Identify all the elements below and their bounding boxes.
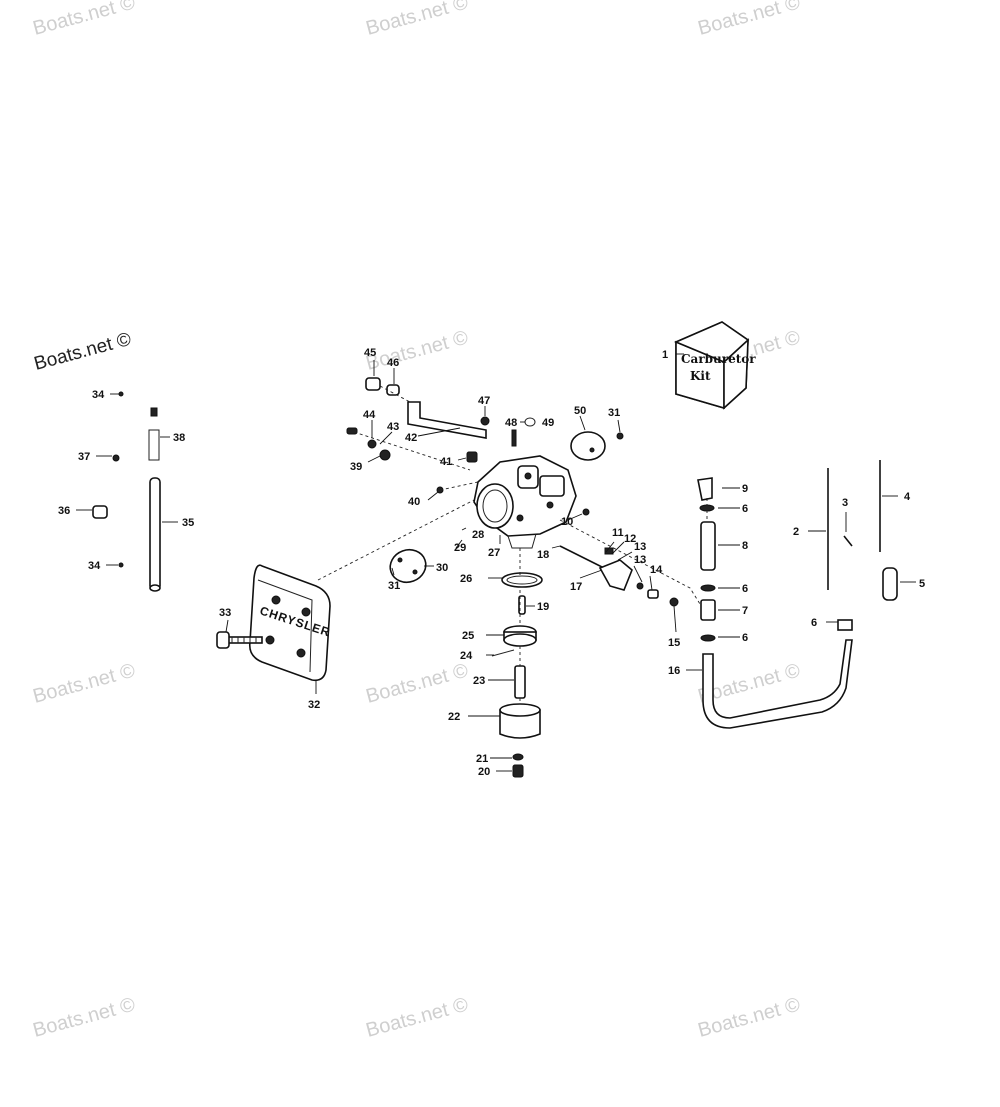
callout-labels: 1 2 3 4 5 6 6 6 6 7 8 9 10 11 12 13 13 1… (58, 347, 925, 778)
float-bowl-stack[interactable] (491, 572, 543, 778)
callout-2[interactable]: 2 (793, 526, 799, 538)
watermarks: Boats.net © Boats.net © Boats.net © Boat… (31, 0, 803, 1042)
callout-30[interactable]: 30 (436, 562, 448, 574)
callout-20[interactable]: 20 (478, 766, 490, 778)
callout-49[interactable]: 49 (542, 417, 554, 429)
part-32-air-silencer-cover[interactable]: CHRYSLER (248, 564, 333, 682)
callout-33[interactable]: 33 (219, 607, 231, 619)
callout-14[interactable]: 14 (650, 564, 663, 576)
callout-36[interactable]: 36 (58, 505, 70, 517)
part-17-lever[interactable] (559, 545, 679, 607)
callout-29[interactable]: 29 (454, 542, 466, 554)
callout-28[interactable]: 28 (472, 529, 484, 541)
callout-19[interactable]: 19 (537, 601, 549, 613)
callout-25[interactable]: 25 (462, 630, 474, 642)
callout-8[interactable]: 8 (742, 540, 748, 552)
callout-5[interactable]: 5 (919, 578, 925, 590)
callout-40[interactable]: 40 (408, 496, 420, 508)
callout-10[interactable]: 10 (561, 516, 573, 528)
callout-24[interactable]: 24 (460, 650, 473, 662)
callout-48[interactable]: 48 (505, 417, 517, 429)
leader-lines (76, 353, 916, 772)
callout-31[interactable]: 31 (608, 407, 620, 419)
watermark: Boats.net © (696, 0, 803, 40)
watermark: Boats.net © (696, 993, 803, 1041)
part-45-46-fitting[interactable] (365, 377, 400, 396)
callout-22[interactable]: 22 (448, 711, 460, 723)
callout-17[interactable]: 17 (570, 581, 582, 593)
callout-6[interactable]: 6 (742, 503, 748, 515)
callout-15[interactable]: 15 (668, 637, 680, 649)
callout-3[interactable]: 3 (842, 497, 848, 509)
carburetor-body[interactable] (473, 455, 577, 549)
watermark: Boats.net © (364, 326, 471, 374)
callout-6[interactable]: 6 (742, 632, 748, 644)
callout-27[interactable]: 27 (488, 547, 500, 559)
part-42-arm[interactable] (407, 401, 487, 439)
watermark: Boats.net © (31, 659, 138, 707)
linkage-rods[interactable] (827, 460, 898, 601)
callout-35[interactable]: 35 (182, 517, 194, 529)
callout-26[interactable]: 26 (460, 573, 472, 585)
assembly-lines (317, 385, 708, 704)
callout-50[interactable]: 50 (574, 405, 586, 417)
callout-41[interactable]: 41 (440, 456, 452, 468)
callout-45[interactable]: 45 (364, 347, 376, 359)
watermark: Boats.net © (364, 659, 471, 707)
callout-21[interactable]: 21 (476, 753, 488, 765)
linkage-rod-assembly[interactable] (92, 391, 161, 592)
callout-42[interactable]: 42 (405, 432, 417, 444)
kit-label-line1: Carburetor (681, 352, 756, 366)
callout-43[interactable]: 43 (387, 421, 399, 433)
watermark: Boats.net © (364, 0, 471, 40)
callout-11[interactable]: 11 (612, 527, 624, 539)
kit-label-line2: Kit (690, 369, 711, 383)
callout-12[interactable]: 12 (624, 533, 636, 545)
callout-6[interactable]: 6 (811, 617, 817, 629)
part-1-kit-box[interactable]: Carburetor Kit (673, 321, 756, 410)
small-hardware (346, 416, 624, 516)
callout-13[interactable]: 13 (634, 554, 646, 566)
callout-23[interactable]: 23 (473, 675, 485, 687)
fuel-fittings[interactable] (697, 477, 853, 729)
callout-46[interactable]: 46 (387, 357, 399, 369)
callout-39[interactable]: 39 (350, 461, 362, 473)
callout-6[interactable]: 6 (742, 583, 748, 595)
callout-1[interactable]: 1 (662, 349, 668, 361)
watermark: Boats.net © (31, 0, 138, 40)
callout-4[interactable]: 4 (904, 491, 911, 503)
callout-13[interactable]: 13 (634, 541, 646, 553)
callout-44[interactable]: 44 (363, 409, 376, 421)
callout-34[interactable]: 34 (92, 389, 105, 401)
watermark: Boats.net © (31, 993, 138, 1041)
callout-31[interactable]: 31 (388, 580, 400, 592)
callout-9[interactable]: 9 (742, 483, 748, 495)
callout-7[interactable]: 7 (742, 605, 748, 617)
callout-38[interactable]: 38 (173, 432, 185, 444)
callout-47[interactable]: 47 (478, 395, 490, 407)
part-33-screw[interactable] (216, 631, 263, 649)
callout-32[interactable]: 32 (308, 699, 320, 711)
callout-37[interactable]: 37 (78, 451, 90, 463)
callout-16[interactable]: 16 (668, 665, 680, 677)
callout-18[interactable]: 18 (537, 549, 549, 561)
watermark: Boats.net © (364, 993, 471, 1041)
part-30-gasket[interactable] (386, 545, 431, 587)
part-50-cover-disc[interactable] (570, 431, 606, 461)
callout-34[interactable]: 34 (88, 560, 101, 572)
watermark: Boats.net © (32, 329, 134, 375)
